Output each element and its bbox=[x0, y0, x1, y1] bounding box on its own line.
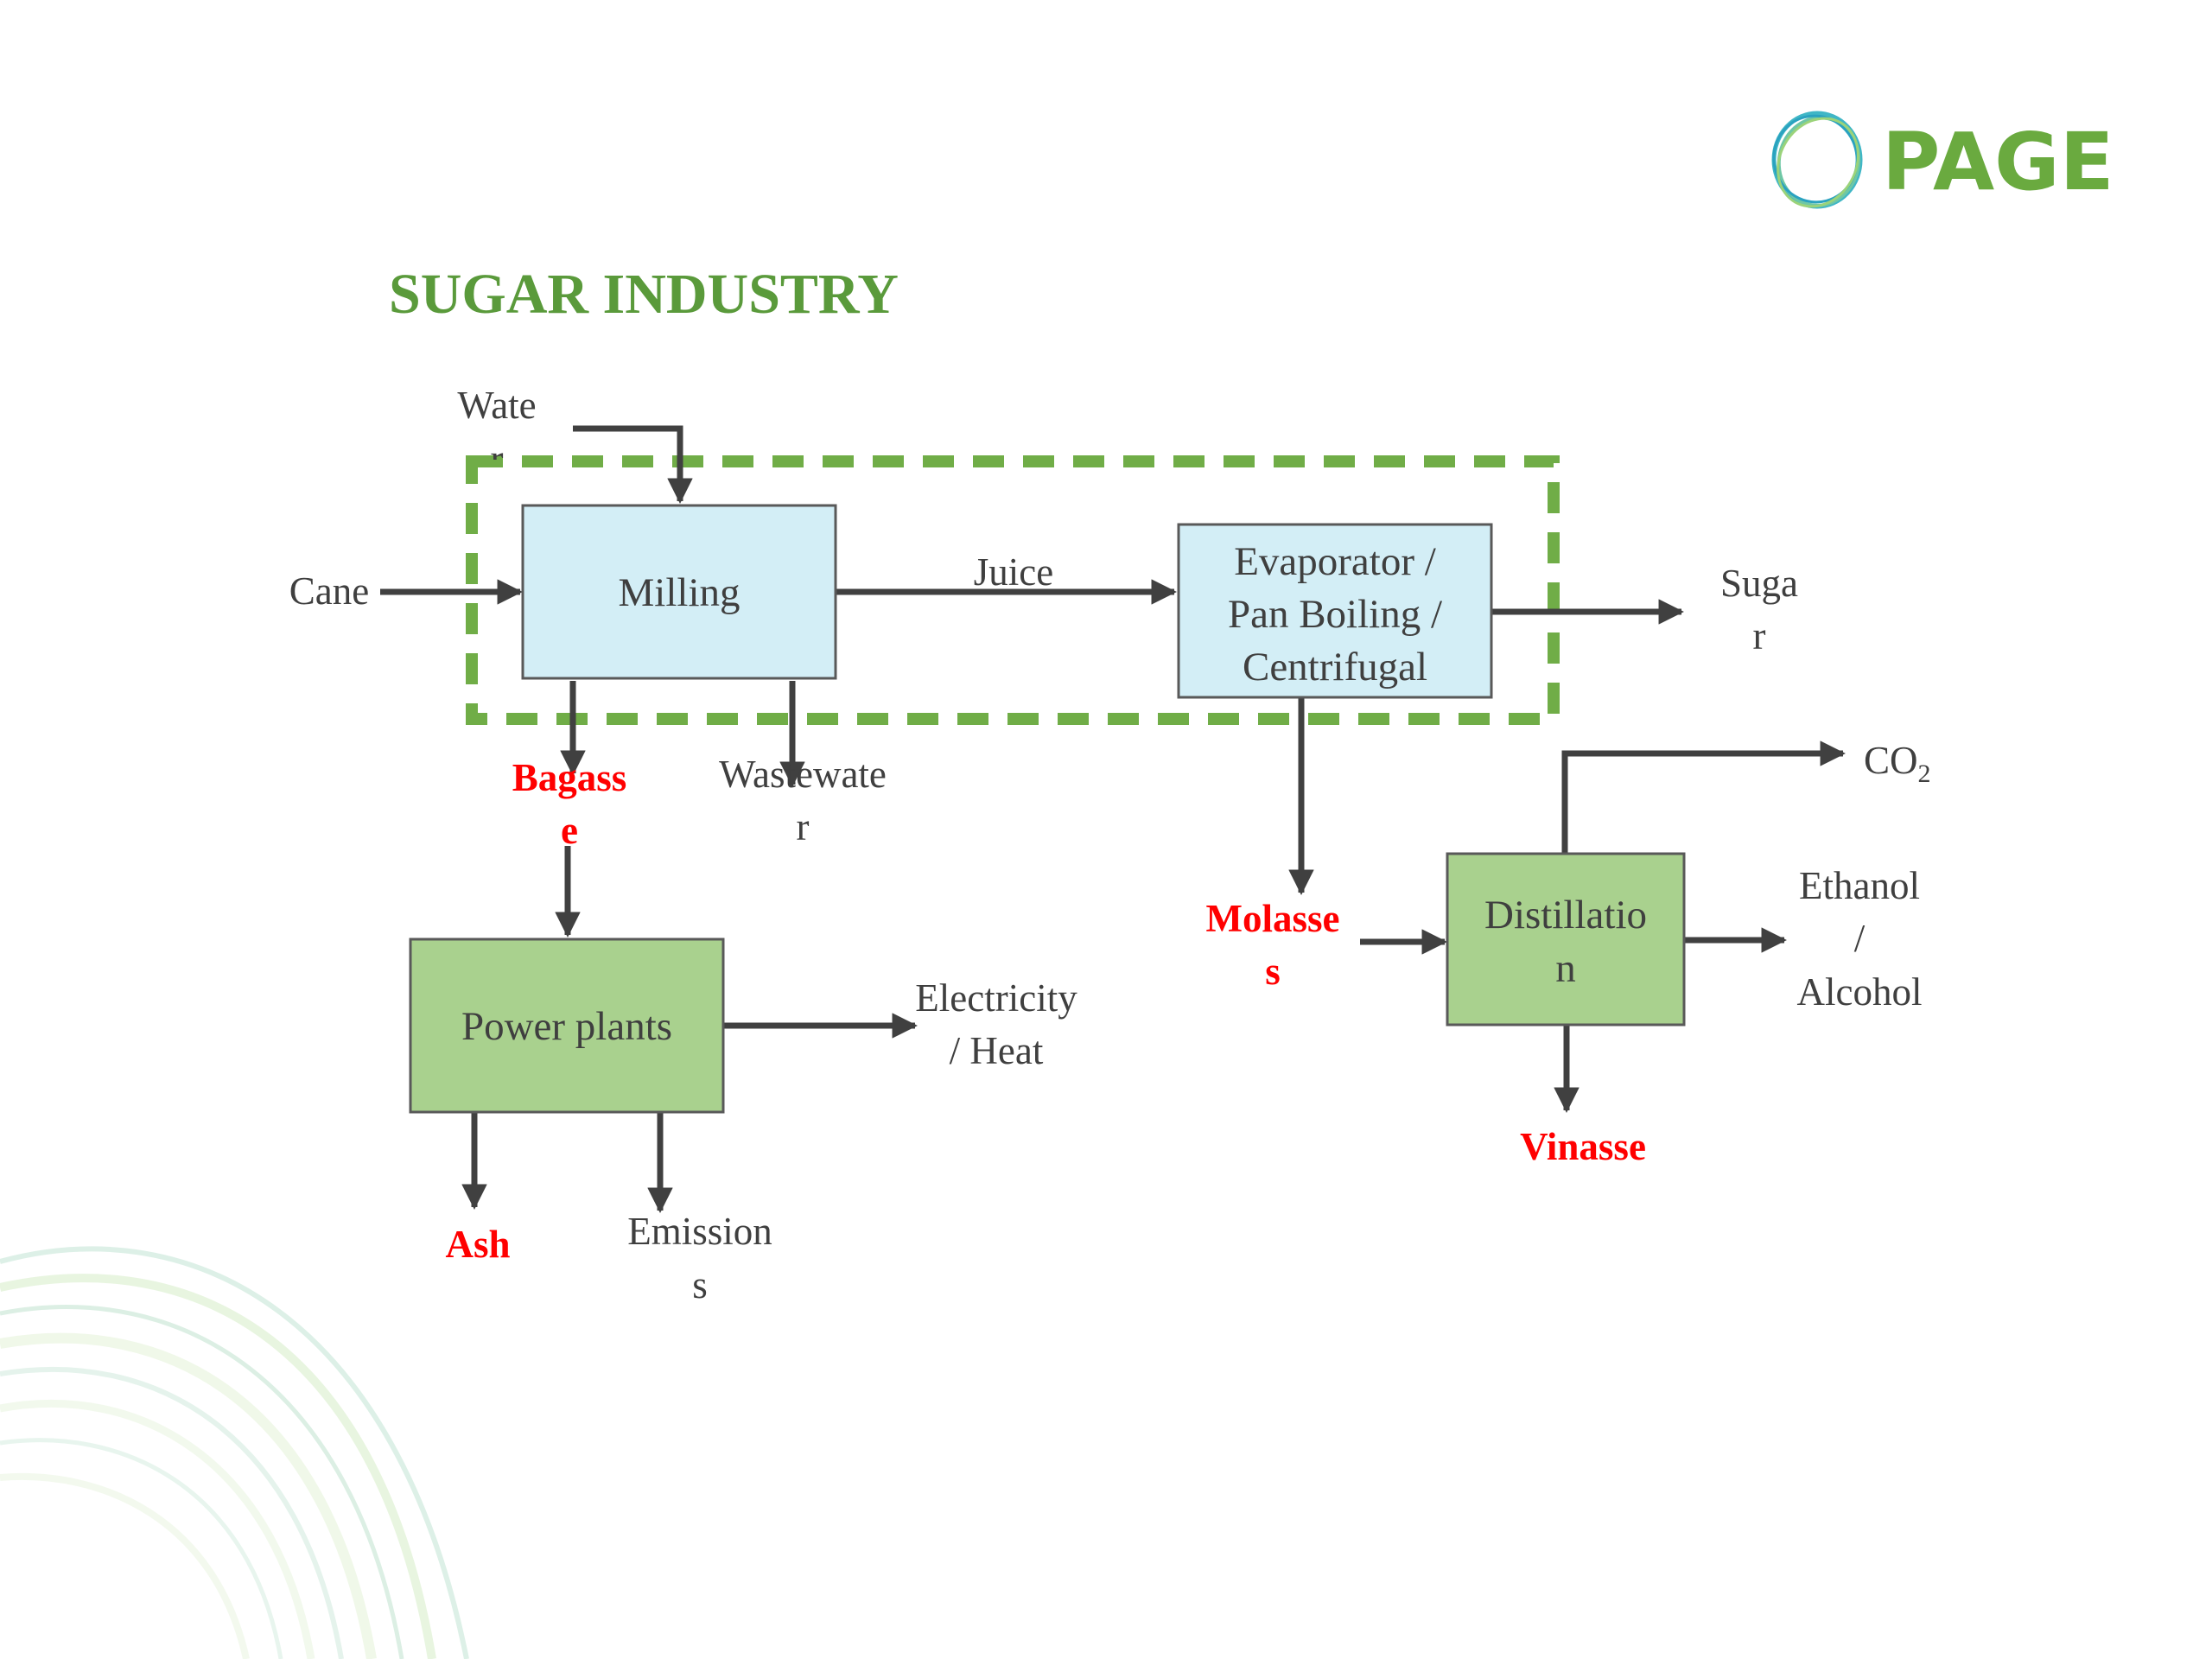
distillation-box bbox=[1446, 852, 1686, 1027]
distillation-label-line-2: n bbox=[1555, 946, 1576, 991]
emissions-label-line-1: Emission bbox=[627, 1210, 772, 1253]
process-boundary-dashed bbox=[466, 455, 1560, 725]
emissions-label-line-2: s bbox=[692, 1263, 708, 1306]
sugar-label-line-1: Suga bbox=[1720, 562, 1798, 605]
ash-label: Ash bbox=[445, 1223, 510, 1266]
vinasse-label: Vinasse bbox=[1520, 1125, 1646, 1168]
bagasse-label-line-1: Bagass bbox=[512, 756, 627, 799]
ethanol-label-line-3: Alcohol bbox=[1797, 970, 1923, 1014]
evaporator-box bbox=[1177, 523, 1493, 699]
wastewater-label-line-1: Wastewate bbox=[719, 753, 887, 796]
power-plants-box bbox=[409, 938, 725, 1114]
evaporator-label-line-1: Evaporator / bbox=[1234, 539, 1437, 584]
water-label-line-2: r bbox=[491, 437, 504, 480]
power-plants-label: Power plants bbox=[461, 1004, 672, 1049]
cane-label: Cane bbox=[289, 569, 369, 613]
page-ring-icon bbox=[1771, 111, 1863, 209]
evaporator-label-line-2: Pan Boiling / bbox=[1228, 592, 1443, 637]
evaporator-label-line-3: Centrifugal bbox=[1243, 645, 1427, 690]
page-logo: PAGE bbox=[1771, 111, 2114, 209]
arrow-water-to-milling bbox=[573, 425, 693, 504]
co2-label: CO2 bbox=[1864, 739, 1931, 788]
ethanol-label-line-2: / bbox=[1854, 917, 1866, 960]
background-swirl-decoration bbox=[0, 1246, 469, 1659]
distillation-label-line-1: Distillatio bbox=[1484, 893, 1647, 938]
milling-label: Milling bbox=[618, 570, 740, 615]
logo-text: PAGE bbox=[1882, 116, 2114, 208]
wastewater-label-line-2: r bbox=[797, 805, 810, 849]
water-label-line-1: Wate bbox=[457, 384, 536, 427]
juice-label: Juice bbox=[974, 550, 1053, 594]
electricity-label-line-2: / Heat bbox=[950, 1029, 1044, 1072]
ethanol-label-line-1: Ethanol bbox=[1799, 864, 1920, 907]
milling-box bbox=[521, 504, 837, 680]
page-title: SUGAR INDUSTRY bbox=[389, 263, 899, 326]
electricity-label-line-1: Electricity bbox=[915, 976, 1077, 1020]
bagasse-label-line-2: e bbox=[561, 809, 578, 852]
flow-arrows bbox=[380, 425, 1846, 1213]
molasses-label-line-1: Molasse bbox=[1206, 897, 1340, 940]
arrow-co2 bbox=[1561, 741, 1846, 854]
sugar-label-line-2: r bbox=[1753, 614, 1766, 658]
molasses-label-line-2: s bbox=[1265, 950, 1281, 993]
